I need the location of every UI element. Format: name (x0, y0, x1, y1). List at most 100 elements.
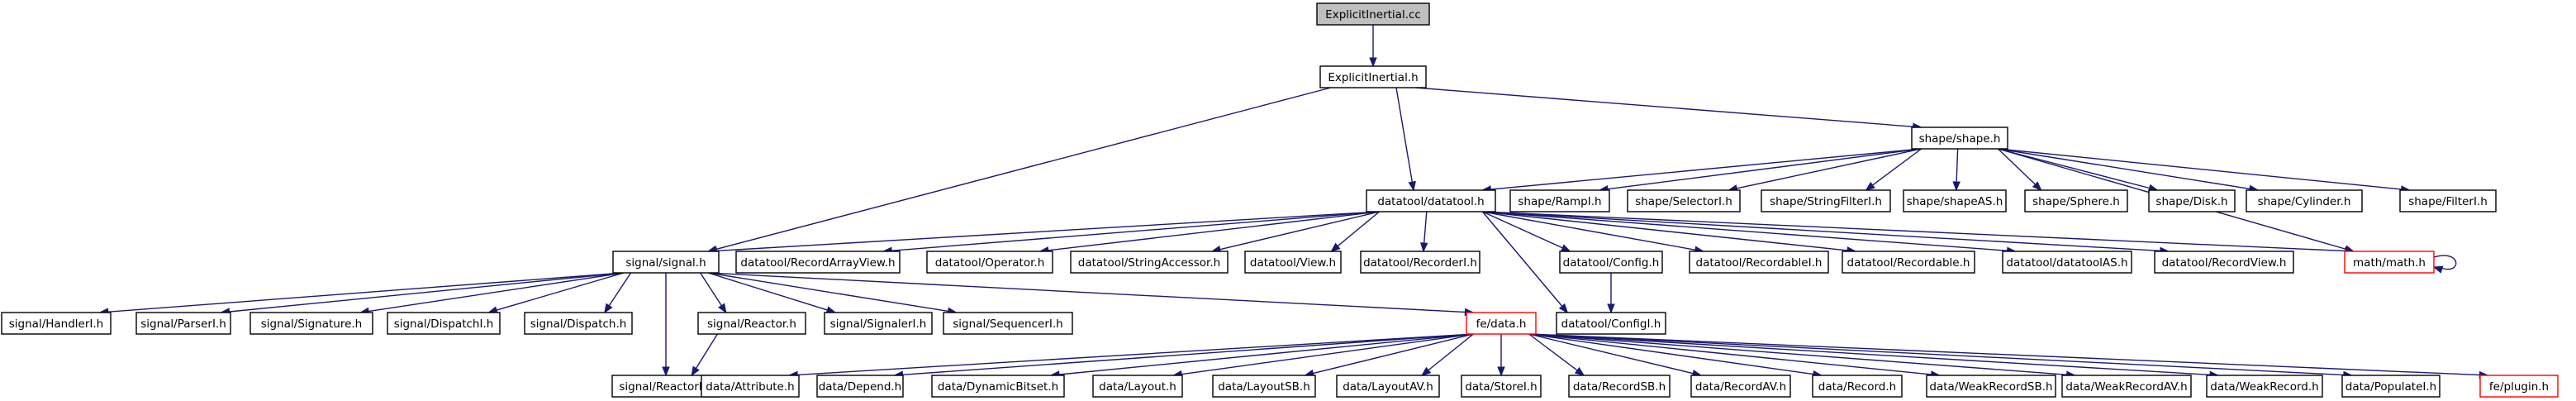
node-recordav[interactable]: data/RecordAV.h (1690, 375, 1791, 398)
node-label: data/Attribute.h (706, 380, 794, 394)
node-layoutav[interactable]: data/LayoutAV.h (1336, 375, 1440, 398)
node-label: data/DynamicBitset.h (938, 380, 1058, 394)
edge-line (1395, 87, 1414, 184)
node-layout[interactable]: data/Layout.h (1092, 375, 1183, 398)
node-configi[interactable]: datatool/ConfigI.h (1556, 312, 1666, 335)
node-dynamicbitset[interactable]: data/DynamicBitset.h (931, 375, 1065, 398)
node-signature[interactable]: signal/Signature.h (250, 312, 373, 335)
node-plugin[interactable]: fe/plugin.h (2479, 375, 2559, 398)
node-recordsb[interactable]: data/RecordSB.h (1568, 375, 1671, 398)
edge-root-to-eih (1369, 25, 1377, 68)
edge-line (1528, 333, 2481, 376)
node-filteri[interactable]: shape/FilterI.h (2399, 189, 2497, 212)
edge-fedata-to-layoutav (1421, 333, 1474, 376)
node-record[interactable]: data/Record.h (1812, 375, 1903, 398)
node-rampi[interactable]: shape/RampI.h (1509, 189, 1610, 212)
node-box (697, 312, 806, 335)
node-signaleri[interactable]: signal/SignalerI.h (824, 312, 933, 335)
edge-math-to-math (2432, 255, 2457, 274)
edge-signal-to-handleri (98, 272, 624, 316)
node-storei[interactable]: data/StoreI.h (1461, 375, 1542, 398)
node-box (1466, 312, 1537, 335)
node-sequenceri[interactable]: signal/SequencerI.h (943, 312, 1073, 335)
edge-arrowhead (1330, 242, 1341, 252)
edge-arrowhead (1420, 242, 1428, 253)
edge-fedata-to-attribute (787, 333, 1474, 380)
node-handleri[interactable]: signal/HandlerI.h (1, 312, 112, 335)
node-label: signal/SignalerI.h (830, 317, 927, 331)
node-dispatchi[interactable]: signal/DispatchI.h (387, 312, 501, 335)
node-layoutsb[interactable]: data/LayoutSB.h (1212, 375, 1316, 398)
node-box (1319, 65, 1427, 88)
node-eih[interactable]: ExplicitInertial.h (1319, 65, 1427, 88)
edge-line (1998, 148, 2251, 190)
node-label: datatool/Config.h (1563, 256, 1660, 270)
node-label: datatool/RecordView.h (2162, 256, 2287, 270)
edge-signal-to-signature (359, 272, 624, 316)
edge-line (1736, 148, 1922, 189)
node-shape[interactable]: shape/shape.h (1911, 127, 2008, 150)
node-box (1360, 251, 1480, 274)
node-box (1926, 375, 2056, 398)
edge-eih-to-datatool (1395, 87, 1416, 192)
node-operator[interactable]: datatool/Operator.h (926, 251, 1053, 274)
edge-signal-to-reactori (662, 273, 670, 377)
node-box (1627, 189, 1741, 212)
node-datatoolas[interactable]: datatool/datatoolAS.h (2002, 251, 2132, 274)
edge-line (1528, 333, 1694, 375)
node-view[interactable]: datatool/View.h (1244, 251, 1342, 274)
node-parseri[interactable]: signal/ParserI.h (135, 312, 231, 335)
node-root[interactable]: ExplicitInertial.cc (1316, 2, 1430, 26)
node-label: data/StoreI.h (1465, 380, 1537, 394)
node-reactor[interactable]: signal/Reactor.h (697, 312, 806, 335)
node-box (250, 312, 373, 335)
node-fedata[interactable]: fe/data.h (1466, 312, 1537, 335)
node-attribute[interactable]: data/Attribute.h (701, 375, 800, 398)
node-label: datatool/StringAccessor.h (1078, 256, 1220, 270)
node-weakrecordsb[interactable]: data/WeakRecordSB.h (1926, 375, 2056, 398)
node-weakrecord[interactable]: data/WeakRecord.h (2206, 375, 2323, 398)
node-box (1070, 251, 1229, 274)
node-recorderi[interactable]: datatool/RecorderI.h (1360, 251, 1480, 274)
node-math[interactable]: math/math.h (2344, 251, 2435, 274)
edge-arrowhead (1497, 366, 1505, 377)
node-stringaccessor[interactable]: datatool/StringAccessor.h (1070, 251, 1229, 274)
node-dispatch[interactable]: signal/Dispatch.h (524, 312, 633, 335)
node-box (926, 251, 1053, 274)
node-box (387, 312, 501, 335)
node-recordarrayview[interactable]: datatool/RecordArrayView.h (735, 251, 901, 274)
node-recordable[interactable]: datatool/Recordable.h (1842, 251, 1975, 274)
node-label: data/Depend.h (819, 380, 902, 394)
node-box (612, 251, 720, 274)
node-label: ExplicitInertial.cc (1325, 8, 1421, 21)
node-disk[interactable]: shape/Disk.h (2148, 189, 2236, 212)
edge-arrowhead (1408, 180, 1416, 192)
node-signal[interactable]: signal/signal.h (612, 251, 720, 274)
node-box (1461, 375, 1542, 398)
edge-line (1219, 211, 1380, 251)
edge-line (708, 272, 1466, 313)
edge-signal-to-reactor (700, 272, 727, 314)
node-box (2206, 375, 2323, 398)
node-config[interactable]: datatool/Config.h (1559, 251, 1663, 274)
node-weakrecordav[interactable]: data/WeakRecordAV.h (2061, 375, 2192, 398)
edge-line (608, 272, 632, 307)
node-datatool[interactable]: datatool/datatool.h (1366, 189, 1496, 212)
node-box (135, 312, 231, 335)
node-sphere[interactable]: shape/Sphere.h (2024, 189, 2128, 212)
node-populatei[interactable]: data/PopulateI.h (2341, 375, 2441, 398)
node-stringfilteri[interactable]: shape/StringFilterI.h (1761, 189, 1891, 212)
edge-fedata-to-populatei (1528, 333, 2354, 380)
edge-line (1528, 333, 2345, 376)
node-selectori[interactable]: shape/SelectorI.h (1627, 189, 1741, 212)
edge-fedata-to-weakrecordsb (1528, 333, 1941, 379)
node-box (1568, 375, 1671, 398)
node-cylinder[interactable]: shape/Cylinder.h (2246, 189, 2363, 212)
node-recordview[interactable]: datatool/RecordView.h (2154, 251, 2294, 274)
node-label: math/math.h (2353, 256, 2426, 270)
node-shapeas[interactable]: shape/shapeAS.h (1903, 189, 2007, 212)
edge-line (1490, 148, 1922, 190)
node-depend[interactable]: data/Depend.h (816, 375, 904, 398)
edge-line (708, 272, 949, 313)
node-recordablei[interactable]: datatool/RecordableI.h (1689, 251, 1829, 274)
